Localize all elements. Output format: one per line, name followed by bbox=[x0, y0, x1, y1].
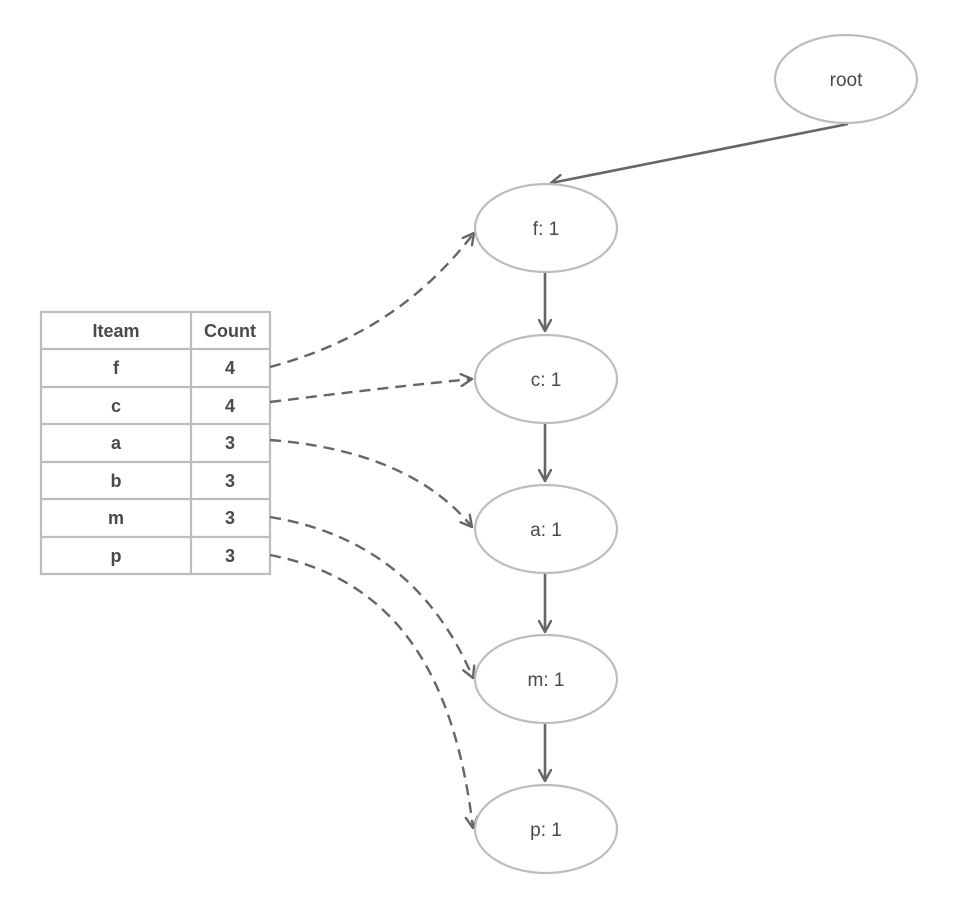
link-a bbox=[269, 438, 472, 527]
table-cell-count: 3 bbox=[225, 471, 235, 491]
table-cell-count: 4 bbox=[225, 396, 235, 416]
link-f bbox=[269, 233, 474, 369]
node-c: c: 1 bbox=[473, 333, 619, 425]
edge-root-to-f bbox=[551, 122, 849, 183]
link-p bbox=[269, 553, 473, 828]
node-root: root bbox=[773, 33, 919, 125]
table-cell-count: 4 bbox=[225, 358, 235, 378]
node-m-label: m: 1 bbox=[528, 670, 565, 691]
table-header-count: Count bbox=[204, 321, 256, 341]
table-cell-item: c bbox=[111, 396, 121, 416]
node-m: m: 1 bbox=[473, 633, 619, 725]
table-cell-count: 3 bbox=[225, 546, 235, 566]
tree-edges bbox=[545, 122, 849, 781]
node-f: f: 1 bbox=[473, 182, 619, 274]
node-a-label: a: 1 bbox=[530, 520, 562, 541]
table-cell-item: b bbox=[111, 471, 122, 491]
node-c-label: c: 1 bbox=[531, 370, 562, 391]
node-p: p: 1 bbox=[473, 783, 619, 875]
tree-nodes: root f: 1 c: 1 a: 1 m: 1 p: 1 bbox=[473, 33, 919, 875]
table-cell-count: 3 bbox=[225, 433, 235, 453]
node-f-label: f: 1 bbox=[533, 219, 559, 240]
table-cell-item: f bbox=[113, 358, 120, 378]
node-p-label: p: 1 bbox=[530, 820, 562, 841]
table-cell-count: 3 bbox=[225, 508, 235, 528]
table-cell-item: a bbox=[111, 433, 122, 453]
node-a: a: 1 bbox=[473, 483, 619, 575]
link-m bbox=[269, 515, 473, 678]
link-c bbox=[269, 379, 472, 404]
table-frame bbox=[39, 310, 272, 576]
node-root-label: root bbox=[830, 70, 863, 91]
header-table: Iteam Count f 4 c 4 a 3 b 3 m 3 p 3 bbox=[39, 310, 272, 576]
table-cell-item: p bbox=[111, 546, 122, 566]
table-header-item: Iteam bbox=[92, 321, 139, 341]
node-links bbox=[269, 233, 474, 828]
table-cell-item: m bbox=[108, 508, 124, 528]
